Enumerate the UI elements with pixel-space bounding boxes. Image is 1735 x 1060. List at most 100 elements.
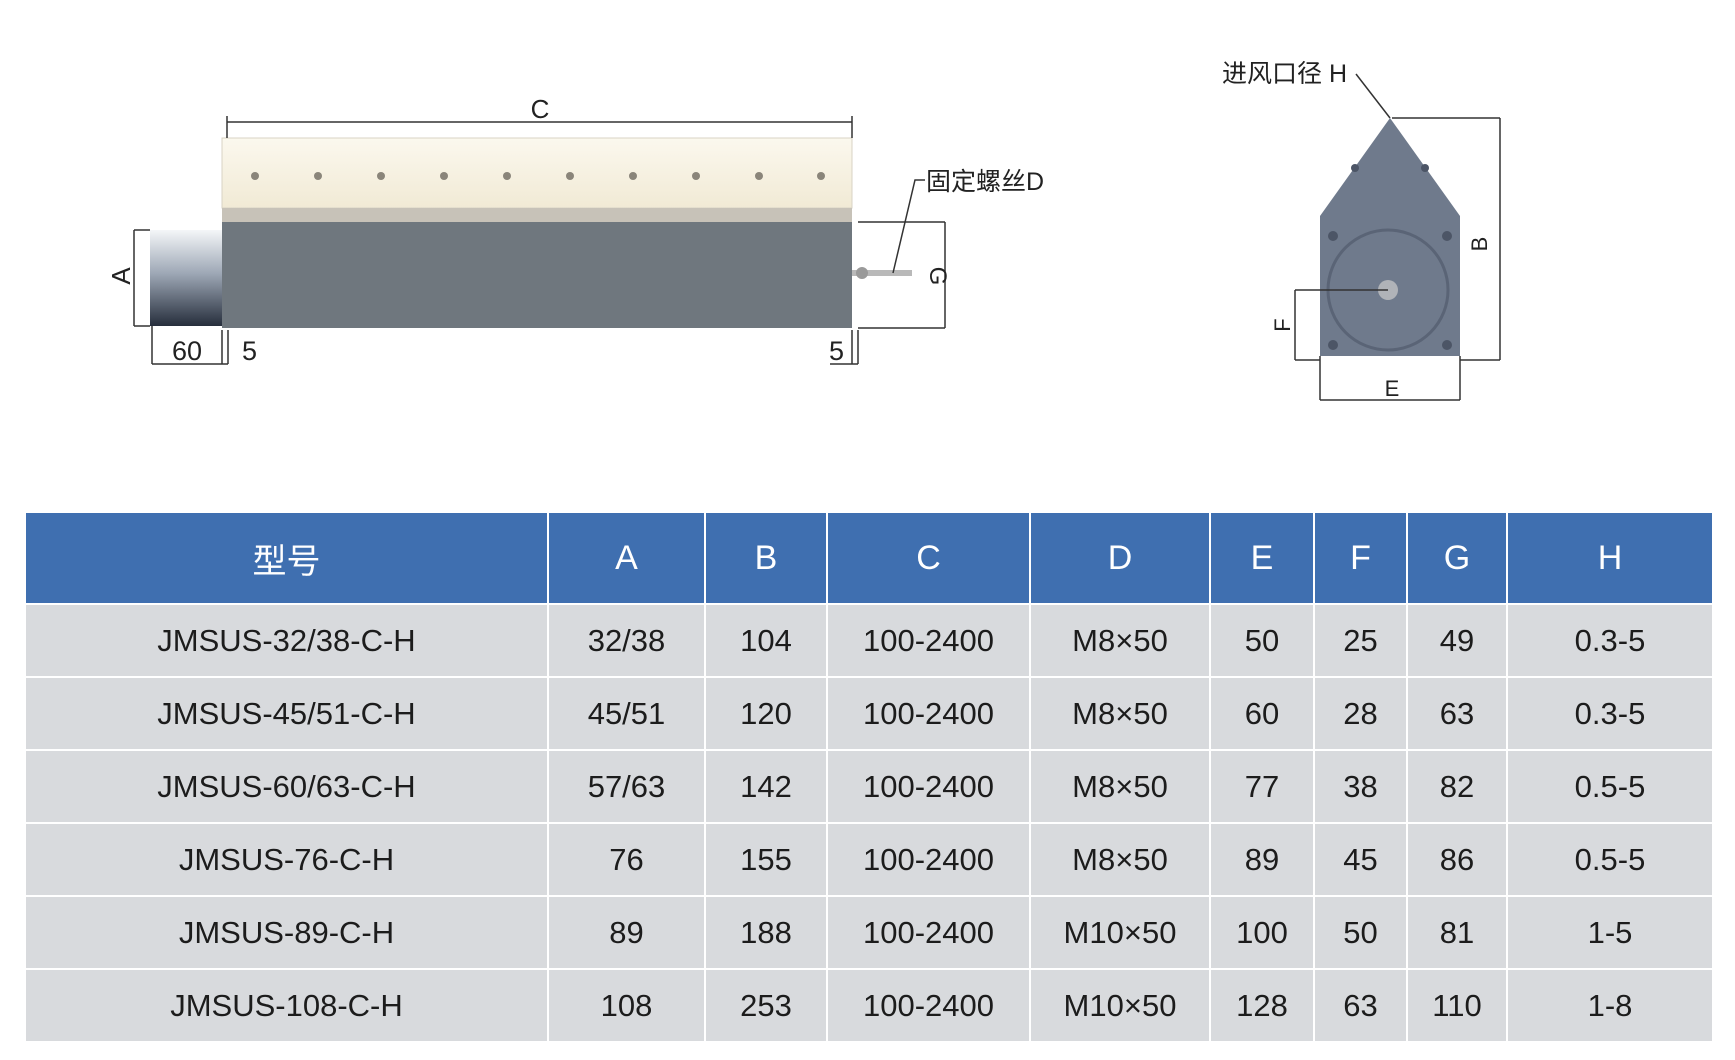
housing-top-strip [221,137,853,209]
cell-e: 50 [1210,603,1315,677]
header-h: H [1507,513,1712,604]
motor-cylinder [150,230,222,326]
cell-g: 63 [1407,676,1508,750]
cell-a: 76 [548,822,706,896]
cell-c: 100-2400 [827,822,1031,896]
table-row: JMSUS-108-C-H 108 253 100-2400 M10×50 12… [26,968,1712,1041]
cell-d: M10×50 [1030,895,1211,969]
cell-b: 155 [705,822,828,896]
cell-model: JMSUS-108-C-H [26,968,549,1041]
dimension-g [858,221,946,329]
air-holes [251,172,825,180]
cell-c: 100-2400 [827,603,1031,677]
table-row: JMSUS-89-C-H 89 188 100-2400 M10×50 100 … [26,895,1712,969]
table-row: JMSUS-76-C-H 76 155 100-2400 M8×50 89 45… [26,822,1712,896]
header-f: F [1314,513,1408,604]
dim-60-label: 60 [172,336,202,366]
cell-b: 253 [705,968,828,1041]
header-a: A [548,513,706,604]
dim-5-left-label: 5 [242,336,257,366]
cell-e: 77 [1210,749,1315,823]
cell-h: 0.3-5 [1507,603,1712,677]
cell-model: JMSUS-89-C-H [26,895,549,969]
cell-model: JMSUS-76-C-H [26,822,549,896]
cell-h: 0.3-5 [1507,676,1712,750]
cell-f: 38 [1314,749,1408,823]
dimension-b [1392,117,1501,361]
inlet-label: 进风口径 H [1222,60,1347,88]
end-housing [1320,118,1460,356]
cell-g: 110 [1407,968,1508,1041]
dimension-a [133,229,150,327]
table-row: JMSUS-45/51-C-H 45/51 120 100-2400 M8×50… [26,676,1712,750]
cell-g: 82 [1407,749,1508,823]
dimension-e [1319,356,1461,401]
cell-g: 81 [1407,895,1508,969]
cell-e: 100 [1210,895,1315,969]
header-d: D [1030,513,1211,604]
dimension-c [226,116,853,138]
table-header-row: 型号 A B C D E F G H [26,513,1712,604]
table-row: JMSUS-32/38-C-H 32/38 104 100-2400 M8×50… [26,603,1712,677]
cell-d: M10×50 [1030,968,1211,1041]
side-view: C A 60 5 5 G 固定螺丝D [106,94,1044,366]
cell-a: 57/63 [548,749,706,823]
dim-5-right-label: 5 [829,336,844,366]
cell-d: M8×50 [1030,603,1211,677]
cell-a: 32/38 [548,603,706,677]
cell-a: 108 [548,968,706,1041]
inlet-leader [1355,73,1391,119]
cell-d: M8×50 [1030,676,1211,750]
cell-h: 1-8 [1507,968,1712,1041]
header-c: C [827,513,1031,604]
cell-c: 100-2400 [827,749,1031,823]
cell-d: M8×50 [1030,822,1211,896]
cell-h: 0.5-5 [1507,749,1712,823]
cell-g: 86 [1407,822,1508,896]
screw-leader [892,179,925,274]
dimension-f [1294,289,1388,361]
cell-c: 100-2400 [827,895,1031,969]
header-e: E [1210,513,1315,604]
cell-f: 63 [1314,968,1408,1041]
dim-c-label: C [531,94,550,124]
header-g: G [1407,513,1508,604]
dim-e-label: E [1385,376,1400,401]
header-b: B [705,513,828,604]
fixing-screw [852,270,912,276]
cell-b: 142 [705,749,828,823]
cell-d: M8×50 [1030,749,1211,823]
cell-model: JMSUS-32/38-C-H [26,603,549,677]
cell-a: 45/51 [548,676,706,750]
dim-f-label: F [1270,318,1295,331]
cell-g: 49 [1407,603,1508,677]
housing-body [222,222,852,328]
cell-c: 100-2400 [827,676,1031,750]
dim-g-label: G [924,267,951,286]
screw-label: 固定螺丝D [926,168,1044,196]
dim-a-label: A [106,267,136,285]
end-view: 进风口径 H B E F [1222,60,1501,401]
spec-table: 型号 A B C D E F G H JMSUS-32/38-C-H 32/38… [26,513,1712,1041]
cell-f: 45 [1314,822,1408,896]
housing-divider [222,208,852,222]
cell-f: 28 [1314,676,1408,750]
dim-b-label: B [1467,237,1492,252]
cell-b: 188 [705,895,828,969]
header-model: 型号 [26,513,549,604]
cell-b: 104 [705,603,828,677]
cell-e: 89 [1210,822,1315,896]
dimension-bottom [151,326,859,365]
cell-e: 128 [1210,968,1315,1041]
cell-b: 120 [705,676,828,750]
cell-a: 89 [548,895,706,969]
cell-e: 60 [1210,676,1315,750]
cell-model: JMSUS-60/63-C-H [26,749,549,823]
cell-f: 50 [1314,895,1408,969]
cell-model: JMSUS-45/51-C-H [26,676,549,750]
product-drawing: C A 60 5 5 G 固定螺丝D [106,60,1501,401]
cell-f: 25 [1314,603,1408,677]
cell-c: 100-2400 [827,968,1031,1041]
cell-h: 0.5-5 [1507,822,1712,896]
table-row: JMSUS-60/63-C-H 57/63 142 100-2400 M8×50… [26,749,1712,823]
